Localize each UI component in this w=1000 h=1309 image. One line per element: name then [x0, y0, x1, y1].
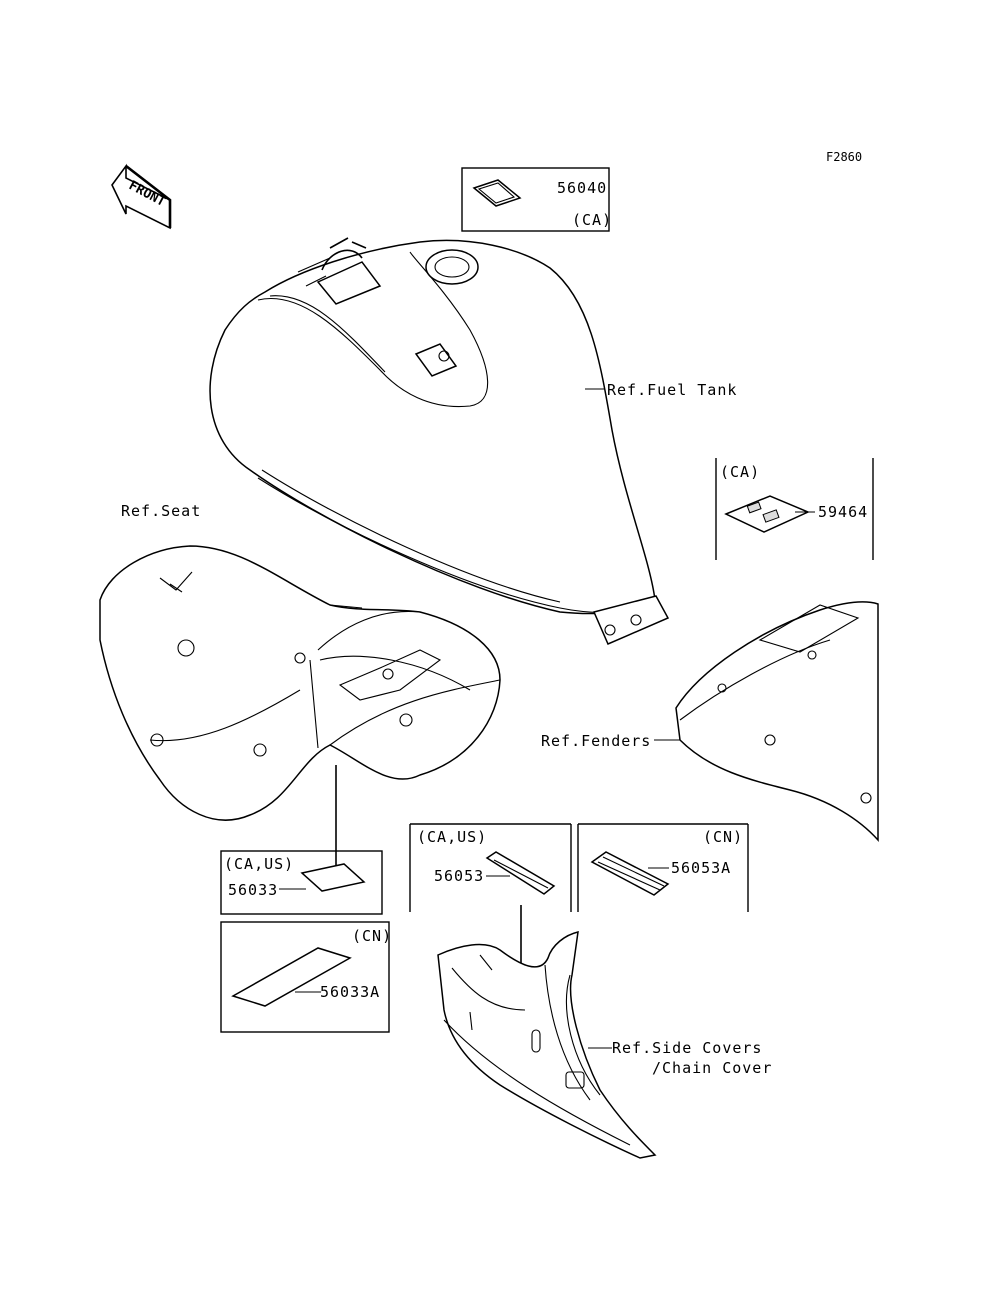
part-number-56053: 56053 [434, 867, 484, 885]
region-56033: (CA,US) [224, 855, 294, 873]
region-56040: (CA) [572, 211, 612, 229]
ref-side-covers[interactable]: Ref.Side Covers [612, 1039, 762, 1057]
front-arrow-icon: FRONT [111, 163, 172, 230]
part-number-56033: 56033 [228, 881, 278, 899]
label-56040-box: 56040 (CA) [461, 167, 612, 232]
region-59464: (CA) [720, 463, 760, 481]
label-56053-box: (CA,US) 56053 [409, 823, 572, 912]
seat-drawing: Ref.Seat [99, 502, 501, 821]
part-number-56053a: 56053A [671, 859, 731, 877]
fenders-drawing: Ref.Fenders [541, 601, 879, 842]
label-59464-box: (CA) 59464 [715, 458, 874, 560]
region-56033a: (CN) [352, 927, 392, 945]
side-cover-drawing: Ref.Side Covers /Chain Cover [437, 931, 772, 1159]
region-56053: (CA,US) [417, 828, 487, 846]
label-56053a-box: (CN) 56053A [577, 823, 749, 912]
region-56053a: (CN) [703, 828, 743, 846]
ref-fuel-tank[interactable]: Ref.Fuel Tank [607, 381, 737, 399]
label-56033a-box: (CN) 56033A [220, 921, 392, 1033]
part-number-56033a: 56033A [320, 983, 380, 1001]
ref-seat[interactable]: Ref.Seat [121, 502, 201, 520]
ref-chain-cover[interactable]: /Chain Cover [652, 1059, 772, 1077]
fuel-tank-drawing: Ref.Fuel Tank [209, 237, 737, 645]
ref-fenders[interactable]: Ref.Fenders [541, 732, 651, 750]
part-number-56040: 56040 [557, 179, 607, 197]
part-number-59464: 59464 [818, 503, 868, 521]
figure-id: F2860 [826, 150, 862, 164]
label-56033-box: (CA,US) 56033 [220, 850, 383, 915]
